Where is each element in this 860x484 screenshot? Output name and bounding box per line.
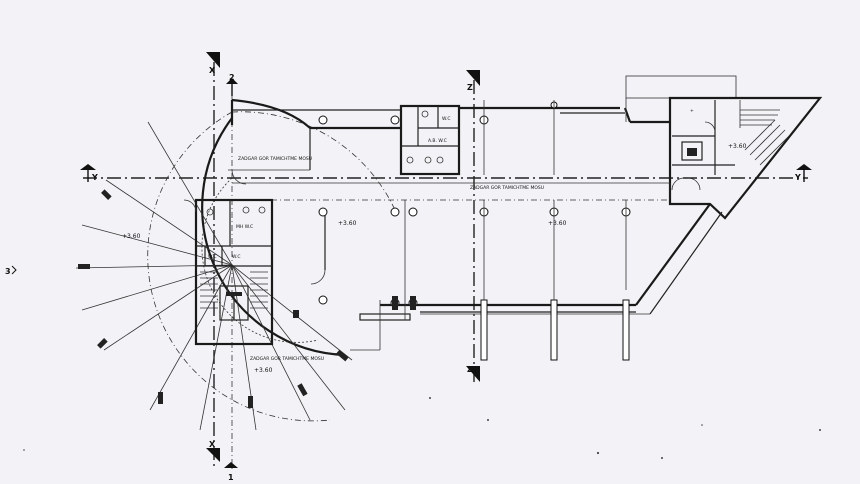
axis-marker-x-top: X <box>206 52 220 75</box>
stair-tower: +3.60 + <box>668 96 823 220</box>
section-3-label: 3 <box>5 267 11 276</box>
section-marker-2: 2 <box>226 73 238 96</box>
axis-z-label-bottom: Z <box>467 365 473 374</box>
room-label-wc-top-b: A.B. W.C <box>428 138 447 144</box>
central-hall: ZADGAR GOR TAMICHTME MOSU +3.60 +3.60 +3… <box>122 182 671 270</box>
level-label-center: +3.60 <box>338 220 357 227</box>
room-label-wc-core-b: W.C <box>208 254 217 260</box>
scan-specks <box>23 397 821 459</box>
central-core: MH W.C W.C W.C <box>194 198 274 346</box>
axis-marker-x-bottom: X <box>206 440 220 462</box>
upper-wall-band <box>232 75 737 130</box>
stair-room-mark: + <box>690 108 694 114</box>
level-label-right: +3.60 <box>728 143 747 150</box>
section-1-label: 1 <box>228 473 234 482</box>
axis-y-label-left: Y <box>91 173 98 182</box>
lower-wall-band <box>350 200 636 351</box>
door-swings <box>183 169 326 318</box>
axis-x-label-top: X <box>209 66 216 75</box>
room-label-lower-hall: ZADGAR GOR TAMICHTME MOSU <box>250 356 324 362</box>
section-marker-1: 1 <box>224 462 238 482</box>
diagonal-wall <box>420 203 723 315</box>
room-label-wc-top: W.C <box>442 116 451 122</box>
room-label-central-hall: ZADGAR GOR TAMICHTME MOSU <box>470 185 544 191</box>
room-label-upper-hall: ZADGAR GOR TAMICHTME MOSU <box>238 156 312 162</box>
axis-x-label-bottom: X <box>209 440 216 449</box>
axis-y-label-right: Y <box>794 173 801 182</box>
structural-columns <box>318 100 631 361</box>
level-label-left: +3.60 <box>122 233 141 240</box>
wc-block-top: W.C A.B. W.C <box>399 104 461 176</box>
column-lines <box>483 100 627 300</box>
level-label-bottom: +3.60 <box>254 367 273 374</box>
circular-hall <box>75 111 396 431</box>
axis-marker-y-left: Y <box>80 164 98 182</box>
axis-marker-y-right: Y <box>794 164 812 182</box>
axis-marker-z-bottom: Z <box>466 365 480 382</box>
section-marker-3: 3 <box>5 265 17 276</box>
level-label-center-right: +3.60 <box>548 220 567 227</box>
axis-z-label-top: Z <box>467 83 473 92</box>
room-label-wc-core: MH W.C <box>236 224 253 230</box>
axis-marker-z-top: Z <box>466 70 480 92</box>
section-2-label: 2 <box>229 73 235 82</box>
room-label-wc-core-c: W.C <box>232 254 241 260</box>
